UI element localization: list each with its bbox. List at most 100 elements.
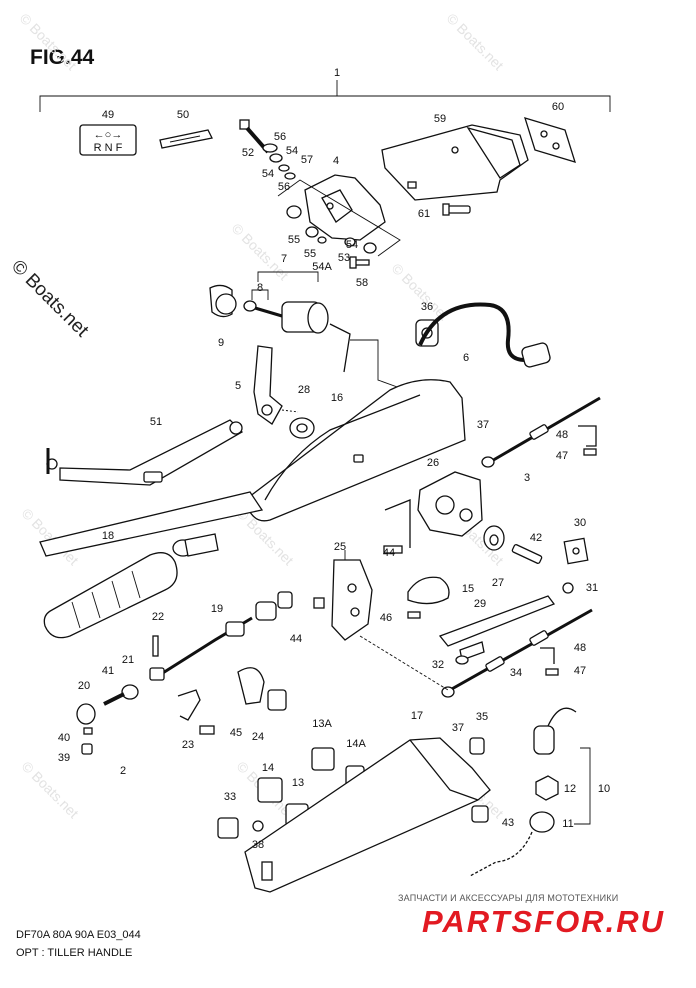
collar-28 [289,417,315,439]
callout: 58 [356,277,368,289]
callout: 8 [257,282,263,294]
lower-cover [244,737,491,893]
callout: 47 [556,450,568,462]
seller-brand-logo: PARTSFOR.RU [422,904,666,939]
callout: 50 [177,109,189,121]
callout: 32 [432,659,444,671]
shift-bracket [313,550,421,641]
callout: 31 [586,582,598,594]
callout: 29 [474,598,486,610]
callout: 22 [152,611,164,623]
callout: 25 [334,541,346,553]
callout: 1 [334,67,340,79]
callout: 13A [312,718,332,730]
cover-plate [381,124,529,201]
callout: 9 [218,337,224,349]
callout: 60 [552,101,564,113]
shift-cable-upper [481,396,601,468]
callout: 48 [556,429,568,441]
callout: 44 [290,633,302,645]
decal-letters: R N F [94,142,123,154]
callout: 39 [58,752,70,764]
callout: 54 [286,145,298,157]
decal-strip [159,129,213,149]
callout: 42 [530,532,542,544]
callout: 20 [78,680,90,692]
callout: 15 [462,583,474,595]
screw [349,256,370,269]
callout: 30 [574,517,586,529]
callout: 53 [338,252,350,264]
throttle-housing [277,174,401,257]
callout: 43 [502,817,514,829]
callout: 19 [211,603,223,615]
callout: 3 [524,472,530,484]
callout: 38 [252,839,264,851]
callout: 16 [331,392,343,404]
callout: 11 [562,818,573,830]
callout: 54A [312,261,332,273]
callout: 37 [452,722,464,734]
lanyard-switch [469,707,591,877]
callout: 7 [281,253,287,265]
handle-grip [43,552,178,639]
gear-label-decal: ←○→ R N F [79,124,137,156]
callout: 28 [298,384,310,396]
callout: 55 [304,248,316,260]
seller-caption: ЗАПЧАСТИ И АКСЕССУАРЫ ДЛЯ МОТОТЕХНИКИ [398,893,619,903]
callout: 45 [230,727,242,739]
callout: 49 [102,109,114,121]
callout: 36 [421,301,433,313]
callout: 21 [122,654,134,666]
callout: 56 [274,131,286,143]
washer-stack [262,143,296,180]
callout: 27 [492,577,504,589]
callout: 52 [242,147,254,159]
assembly-bracket [39,80,611,112]
throttle-rod [46,419,244,486]
callout: 26 [427,457,439,469]
misc-hardware-right [483,525,589,594]
bolt [442,203,471,216]
shift-arm [438,595,556,665]
callout: 14 [262,762,274,774]
callout: 18 [102,530,114,542]
decal-arrows: ←○→ [94,129,123,141]
callout: 33 [224,791,236,803]
callout: 14A [346,738,366,750]
callout: 10 [598,783,610,795]
clamps [177,667,287,735]
diagram-title: OPT : TILLER HANDLE [16,947,133,959]
callout: 54 [262,168,274,180]
throttle-friction-lever [253,345,299,425]
callout: 40 [58,732,70,744]
callout: 12 [564,783,576,795]
shift-knob [407,576,450,605]
callout: 44 [383,547,395,559]
callout: 24 [252,731,264,743]
callout: 5 [235,380,241,392]
callout: 4 [333,155,339,167]
callout-labels: 1 49 50 59 60 56 52 54 57 4 54 56 61 55 … [58,67,610,851]
callout: 46 [380,612,392,624]
callout: 23 [182,739,194,751]
callout: 59 [434,113,446,125]
callout: 35 [476,711,488,723]
callout: 47 [574,665,586,677]
callout: 41 [102,665,114,677]
tiller-handle [39,379,466,557]
collar [286,205,377,254]
callout: 37 [477,419,489,431]
shift-cable-lower [359,608,593,698]
clip-plate [524,117,576,163]
callout: 57 [301,154,313,166]
callout: 6 [463,352,469,364]
callout: 55 [288,234,300,246]
diagram-code: DF70A 80A 90A E03_044 [16,929,141,941]
callout: 17 [411,710,423,722]
callout: 54 [346,239,358,251]
ignition-switch-group [209,271,351,373]
callout: 51 [150,416,162,428]
callout: 61 [418,208,430,220]
